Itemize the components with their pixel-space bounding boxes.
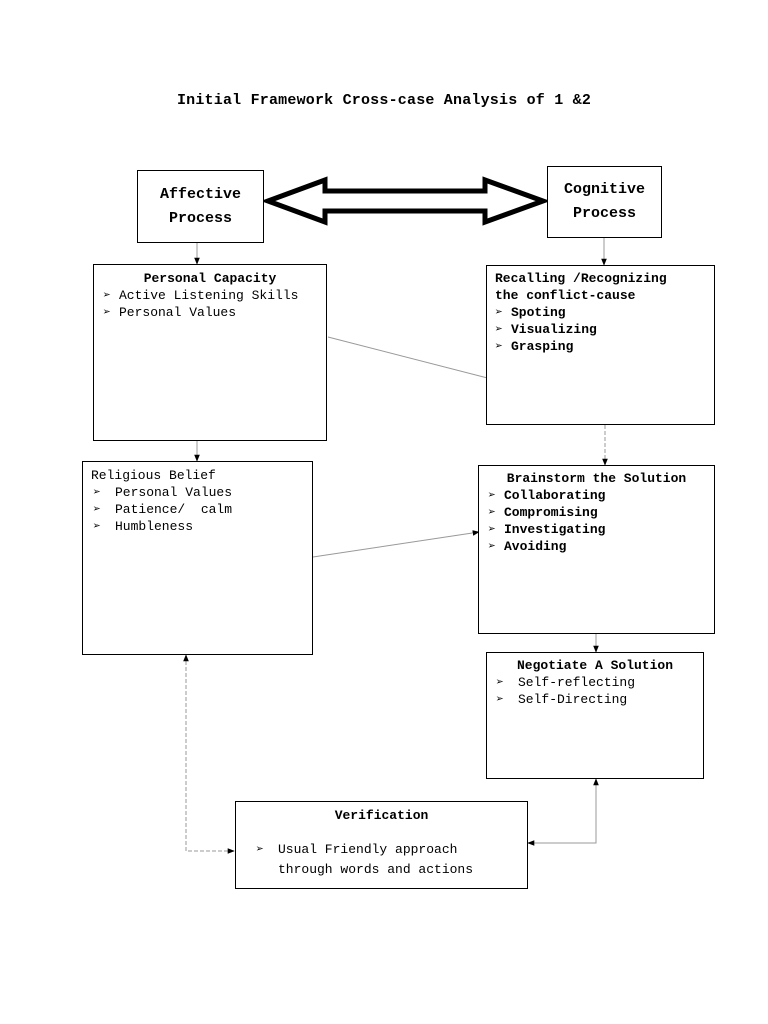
arrow-capacity-to-recalling xyxy=(327,336,504,384)
personal-capacity-heading: Personal Capacity xyxy=(143,271,277,286)
list-item: ➢Compromising xyxy=(488,505,598,520)
cognitive-line2: Process xyxy=(572,205,636,222)
list-item: ➢Active Listening Skills xyxy=(103,288,299,303)
bullet-arrow-icon: ➢ xyxy=(495,322,503,337)
verification-item: ➢Usual Friendly approach xyxy=(256,842,458,857)
list-item: ➢Self-reflecting xyxy=(496,675,636,690)
arrow-verification-negotiate xyxy=(527,778,599,846)
bullet-arrow-icon: ➢ xyxy=(488,505,496,520)
list-item: ➢Spoting xyxy=(495,305,566,320)
verification-heading: Verification xyxy=(334,808,429,823)
bullet-arrow-icon: ➢ xyxy=(488,522,496,537)
list-item: ➢Personal Values xyxy=(103,305,237,320)
list-item: ➢Personal Values xyxy=(93,485,233,500)
list-item: ➢Collaborating xyxy=(488,488,606,503)
bullet-arrow-icon: ➢ xyxy=(496,675,504,690)
diagram-title: Initial Framework Cross-case Analysis of… xyxy=(176,92,592,109)
list-item: ➢Patience/ calm xyxy=(93,502,233,517)
verification-item-line2: through words and actions xyxy=(278,862,474,877)
brainstorm-box: Brainstorm the Solution ➢Collaborating ➢… xyxy=(478,465,715,634)
bullet-arrow-icon: ➢ xyxy=(103,288,111,303)
cognitive-line1: Cognitive xyxy=(563,181,645,198)
brainstorm-list: ➢Collaborating ➢Compromising ➢Investigat… xyxy=(488,487,714,555)
list-item: ➢Avoiding xyxy=(488,539,567,554)
cognitive-process-box: Cognitive Process xyxy=(547,166,662,238)
list-item: ➢Humbleness xyxy=(93,519,194,534)
negotiate-list: ➢Self-reflecting ➢Self-Directing xyxy=(496,674,703,708)
list-item: ➢Investigating xyxy=(488,522,606,537)
recalling-heading-line2: the conflict-cause xyxy=(495,288,636,303)
bullet-arrow-icon: ➢ xyxy=(495,305,503,320)
recalling-list: ➢Spoting ➢Visualizing ➢Grasping xyxy=(495,304,714,355)
bullet-arrow-icon: ➢ xyxy=(495,339,503,354)
bullet-arrow-icon: ➢ xyxy=(103,305,111,320)
list-item: ➢Visualizing xyxy=(495,322,597,337)
list-item: ➢Self-Directing xyxy=(496,692,628,707)
recalling-box: Recalling /Recognizing the conflict-caus… xyxy=(486,265,715,425)
list-item: ➢Grasping xyxy=(495,339,574,354)
bullet-arrow-icon: ➢ xyxy=(93,485,101,500)
religious-heading: Religious Belief xyxy=(91,468,216,483)
arrow-verification-religious xyxy=(183,654,235,854)
bullet-arrow-icon: ➢ xyxy=(496,692,504,707)
double-arrow xyxy=(260,176,551,226)
bullet-arrow-icon: ➢ xyxy=(93,502,101,517)
religious-belief-box: Religious Belief ➢Personal Values ➢Patie… xyxy=(82,461,313,655)
brainstorm-heading: Brainstorm the Solution xyxy=(506,471,687,486)
personal-capacity-list: ➢Active Listening Skills ➢Personal Value… xyxy=(103,287,326,321)
arrow-religious-to-brainstorm xyxy=(312,530,480,558)
personal-capacity-box: Personal Capacity ➢Active Listening Skil… xyxy=(93,264,327,441)
bullet-arrow-icon: ➢ xyxy=(93,519,101,534)
recalling-heading-line1: Recalling /Recognizing xyxy=(495,271,667,286)
bullet-arrow-icon: ➢ xyxy=(488,488,496,503)
negotiate-heading: Negotiate A Solution xyxy=(516,658,674,673)
affective-process-box: Affective Process xyxy=(137,170,264,243)
affective-line2: Process xyxy=(168,209,232,227)
bullet-arrow-icon: ➢ xyxy=(488,539,496,554)
affective-line1: Affective xyxy=(159,185,241,203)
verification-box: Verification ➢Usual Friendly approach th… xyxy=(235,801,528,889)
religious-list: ➢Personal Values ➢Patience/ calm ➢Humble… xyxy=(91,484,312,535)
negotiate-box: Negotiate A Solution ➢Self-reflecting ➢S… xyxy=(486,652,704,779)
bullet-arrow-icon: ➢ xyxy=(256,842,264,857)
